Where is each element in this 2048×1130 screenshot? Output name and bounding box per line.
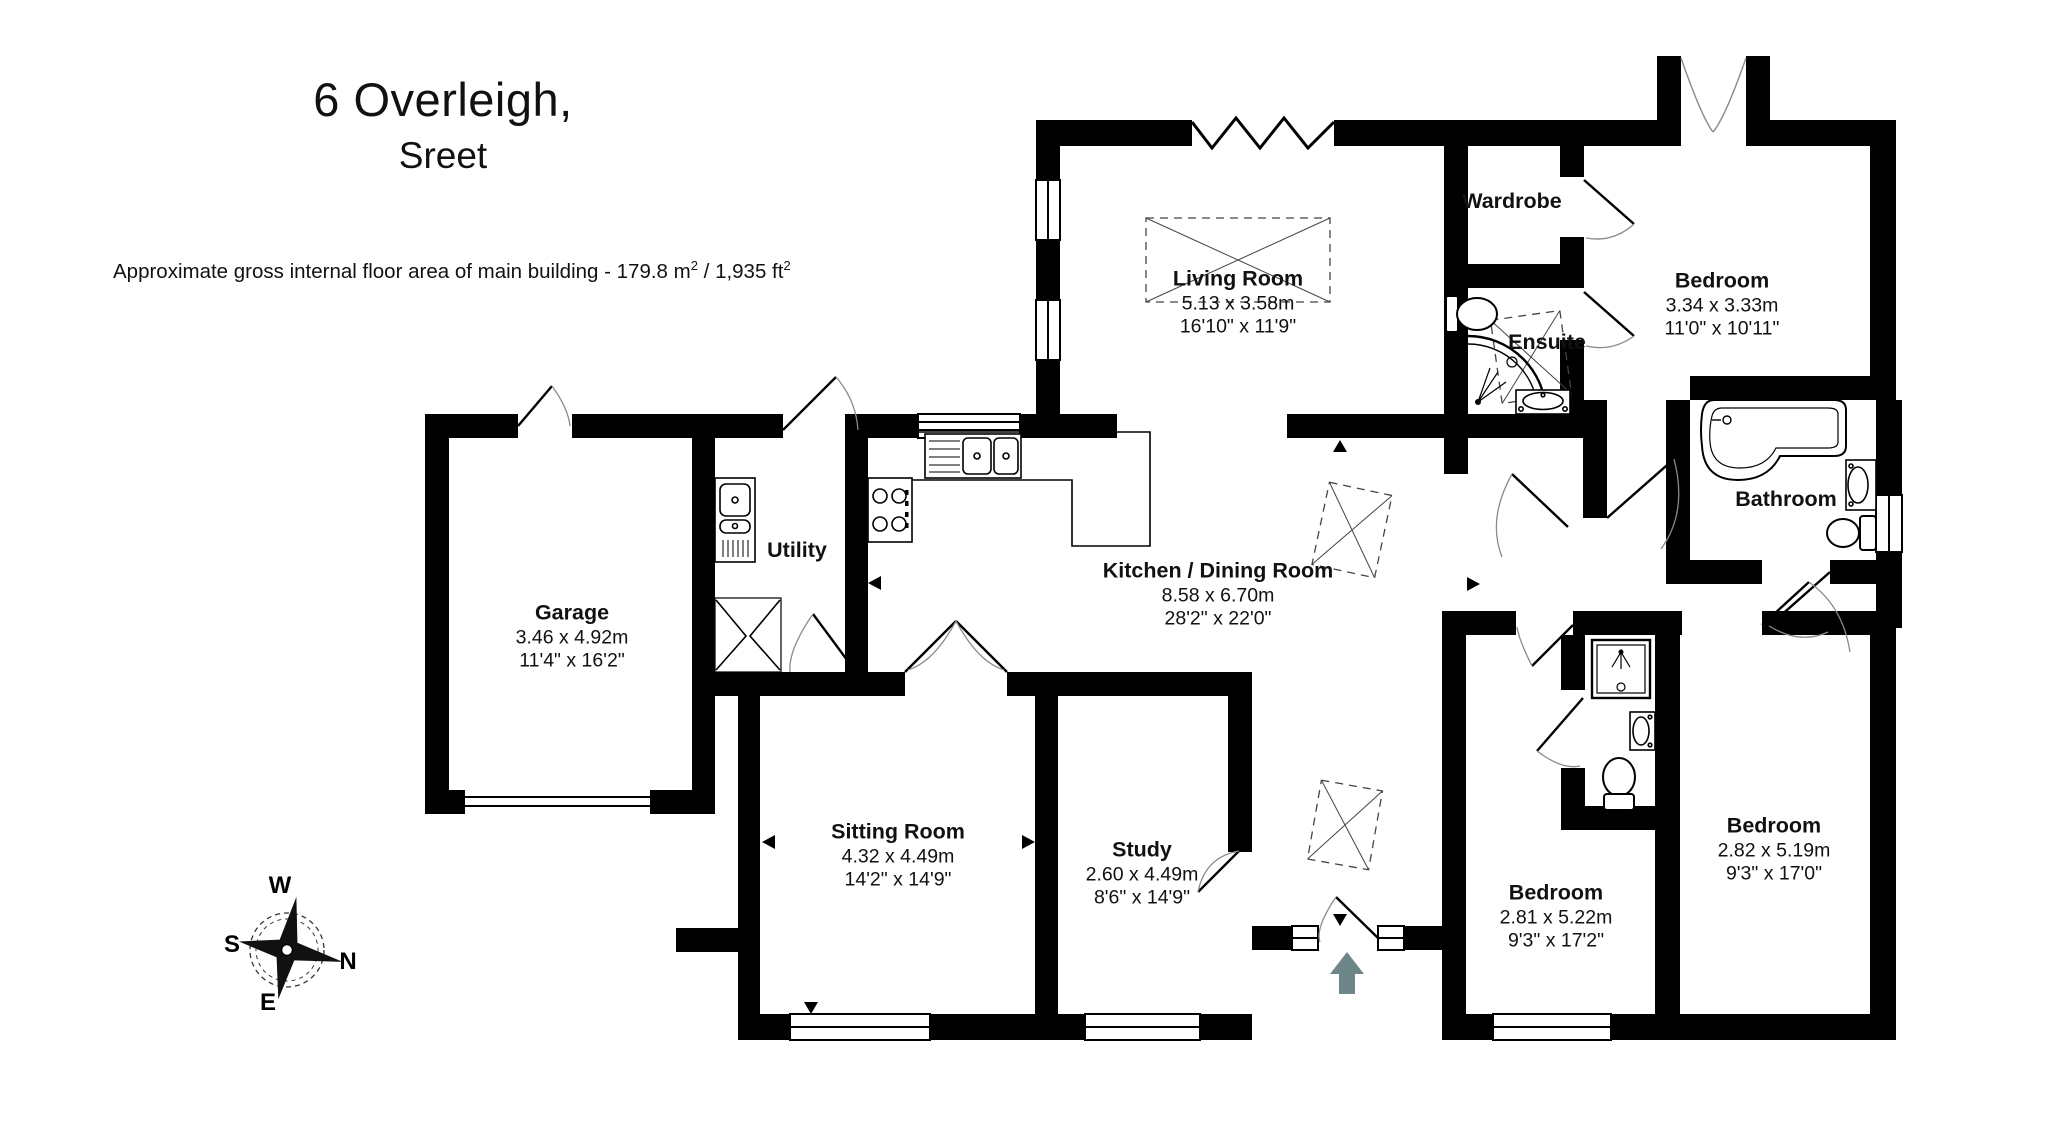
utility-sink xyxy=(714,477,756,563)
walls xyxy=(425,56,1902,1040)
compass-n: N xyxy=(339,948,356,975)
bathroom-window xyxy=(1875,494,1903,553)
sitting-room-window xyxy=(789,1013,931,1041)
door-leaves xyxy=(517,179,1831,939)
skylight-kitchen xyxy=(1311,481,1393,579)
zigzag-opening xyxy=(1190,115,1336,151)
kitchen-counter xyxy=(868,431,1151,547)
marker-kitchen-left-opening xyxy=(868,576,881,590)
bathtub xyxy=(1700,399,1847,482)
marker-sitting-window xyxy=(804,1002,818,1014)
compass-s: S xyxy=(224,931,240,958)
skylight-hall xyxy=(1306,779,1384,871)
entrance-arrow xyxy=(1330,952,1364,994)
bedroom-window xyxy=(1492,1013,1612,1041)
living-room-window-upper xyxy=(1035,179,1061,241)
compass-w: W xyxy=(269,872,292,899)
marker-utility-opening xyxy=(876,676,890,689)
ensuite-toilet xyxy=(1445,295,1498,333)
shower-room-sink xyxy=(1629,711,1656,751)
skylights xyxy=(1145,217,1573,871)
kitchen-sink xyxy=(924,433,1022,479)
bifold-closet-doors xyxy=(714,597,782,673)
shower-cubicle xyxy=(1590,638,1652,700)
bathroom-toilet xyxy=(1826,515,1877,551)
marker-hall-opening xyxy=(1467,577,1480,591)
ensuite-sink xyxy=(1515,389,1571,415)
skylight-living-room xyxy=(1145,217,1331,303)
shower-room-toilet xyxy=(1602,757,1636,811)
living-room-window-lower xyxy=(1035,299,1061,361)
hob xyxy=(867,477,913,543)
bay-window xyxy=(1680,57,1747,133)
windows xyxy=(789,179,1903,1041)
opening-markers xyxy=(762,440,1480,1014)
entrance-sidelight-right xyxy=(1377,925,1405,951)
marker-living-room-opening xyxy=(1333,440,1347,452)
compass-rose: W S N E xyxy=(224,872,357,1016)
study-window xyxy=(1084,1013,1201,1041)
compass-e: E xyxy=(260,989,276,1016)
entrance-sidelight-left xyxy=(1291,925,1319,951)
door-swing-arcs xyxy=(551,223,1851,943)
marker-sitting-right-opening xyxy=(1022,835,1035,849)
garage-door xyxy=(465,796,650,807)
marker-front-door xyxy=(1333,914,1347,926)
bathroom-sink xyxy=(1845,459,1877,511)
doors xyxy=(517,179,1851,943)
marker-sitting-left-opening xyxy=(762,835,775,849)
